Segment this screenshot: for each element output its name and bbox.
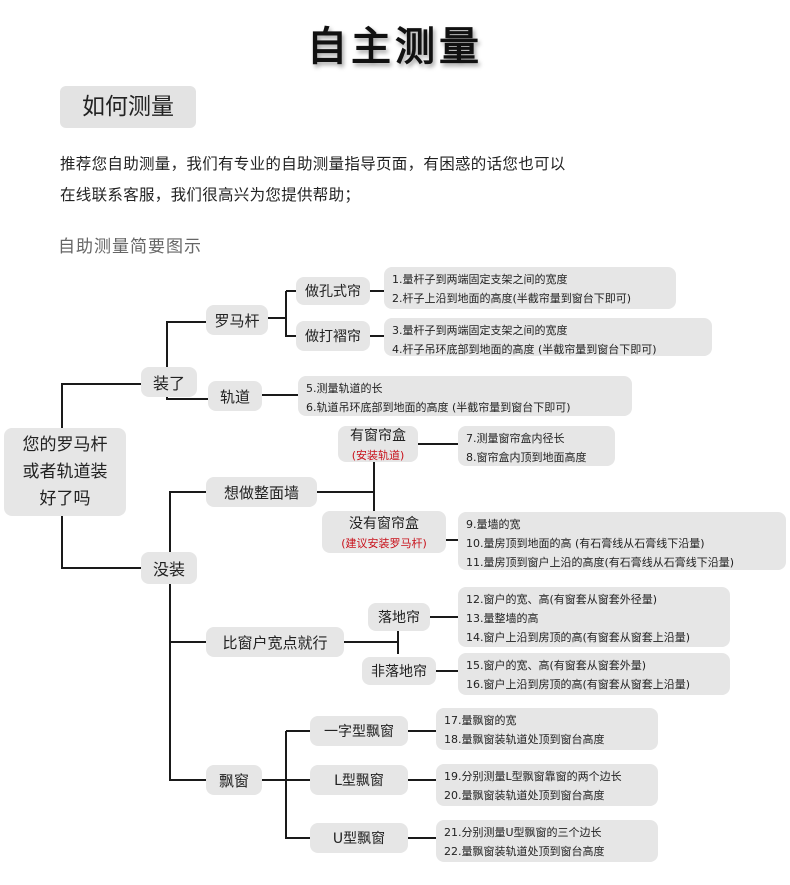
whole-wall-label: 想做整面墙: [223, 483, 299, 502]
notes-with-box: 7.测量窗帘盒内径长 8.窗帘盒内顶到地面高度: [458, 426, 615, 466]
l-bay-node: L型飘窗: [310, 765, 408, 795]
note-6: 6.轨道吊环底部到地面的高度 (半截帘量到窗台下即可): [306, 401, 571, 414]
note-5: 5.测量轨道的长: [306, 382, 383, 395]
without-box-tag: (建议安装罗马杆): [341, 537, 427, 550]
floor-length-label: 落地帘: [378, 610, 420, 626]
straight-bay-node: 一字型飘窗: [310, 716, 408, 746]
straight-bay-label: 一字型飘窗: [324, 724, 394, 740]
notes-u-bay: 21.分别测量U型飘窗的三个边长 22.量飘窗装轨道处顶到窗台高度: [436, 820, 658, 862]
note-19: 19.分别测量L型飘窗靠窗的两个边长: [444, 770, 622, 783]
notes-eyelet: 1.量杆子到两端固定支架之间的宽度 2.杆子上沿到地面的高度(半截帘量到窗台下即…: [384, 267, 676, 309]
pleat-curtain-label: 做打褶帘: [305, 329, 361, 345]
note-21: 21.分别测量U型飘窗的三个边长: [444, 826, 602, 839]
note-11: 11.量房顶到窗户上沿的高度(有石膏线从石膏线下沿量): [466, 556, 735, 569]
note-3: 3.量杆子到两端固定支架之间的宽度: [392, 324, 568, 337]
notes-track: 5.测量轨道的长 6.轨道吊环底部到地面的高度 (半截帘量到窗台下即可): [298, 376, 632, 416]
with-box-node: 有窗帘盒 (安装轨道): [338, 426, 418, 462]
pleat-curtain-node: 做打褶帘: [296, 321, 370, 351]
l-bay-label: L型飘窗: [334, 773, 384, 789]
notes-l-bay: 19.分别测量L型飘窗靠窗的两个边长 20.量飘窗装轨道处顶到窗台高度: [436, 764, 658, 806]
roman-rod-label: 罗马杆: [214, 311, 260, 330]
note-17: 17.量飘窗的宽: [444, 714, 517, 727]
u-bay-label: U型飘窗: [332, 831, 386, 847]
notes-without-box: 9.量墙的宽 10.量房顶到地面的高 (有石膏线从石膏线下沿量) 11.量房顶到…: [458, 512, 786, 570]
without-box-node: 没有窗帘盒 (建议安装罗马杆): [322, 511, 446, 553]
non-floor-length-node: 非落地帘: [362, 657, 436, 685]
root-question-line-3: 好了吗: [39, 488, 91, 509]
note-14: 14.窗户上沿到房顶的高(有窗套从窗套上沿量): [466, 631, 691, 644]
notes-floor-length: 12.窗户的宽、高(有窗套从窗套外径量) 13.量整墙的高 14.窗户上沿到房顶…: [458, 587, 730, 647]
installed-node: 装了: [141, 367, 197, 397]
intro-line-2: 在线联系客服，我们很高兴为您提供帮助；: [60, 186, 361, 204]
note-4: 4.杆子吊环底部到地面的高度 (半截帘量到窗台下即可): [392, 343, 657, 356]
whole-wall-node: 想做整面墙: [206, 477, 317, 507]
note-2: 2.杆子上沿到地面的高度(半截帘量到窗台下即可): [392, 292, 632, 305]
notes-non-floor-length: 15.窗户的宽、高(有窗套从窗套外量) 16.窗户上沿到房顶的高(有窗套从窗套上…: [458, 653, 730, 695]
with-box-tag: (安装轨道): [351, 449, 405, 462]
note-12: 12.窗户的宽、高(有窗套从窗套外径量): [466, 593, 658, 606]
note-9: 9.量墙的宽: [466, 518, 521, 531]
not-installed-label: 没装: [152, 560, 185, 579]
notes-pleat: 3.量杆子到两端固定支架之间的宽度 4.杆子吊环底部到地面的高度 (半截帘量到窗…: [384, 318, 712, 356]
note-22: 22.量飘窗装轨道处顶到窗台高度: [444, 845, 605, 858]
note-8: 8.窗帘盒内顶到地面高度: [466, 451, 587, 464]
note-10: 10.量房顶到地面的高 (有石膏线从石膏线下沿量): [466, 537, 705, 550]
note-1: 1.量杆子到两端固定支架之间的宽度: [392, 273, 568, 286]
notes-straight-bay: 17.量飘窗的宽 18.量飘窗装轨道处顶到窗台高度: [436, 708, 658, 750]
note-15: 15.窗户的宽、高(有窗套从窗套外量): [466, 659, 647, 672]
intro-line-1: 推荐您自助测量，我们有专业的自助测量指导页面，有困惑的话您也可以: [60, 155, 566, 173]
track-node: 轨道: [208, 381, 262, 411]
note-18: 18.量飘窗装轨道处顶到窗台高度: [444, 733, 605, 746]
track-label: 轨道: [219, 387, 250, 406]
floor-length-node: 落地帘: [368, 603, 430, 631]
without-box-label: 没有窗帘盒: [349, 516, 419, 532]
diagram-heading: 自助测量简要图示: [58, 237, 202, 257]
installed-label: 装了: [152, 374, 185, 393]
u-bay-node: U型飘窗: [310, 823, 408, 853]
note-7: 7.测量窗帘盒内径长: [466, 432, 565, 445]
root-question-line-2: 或者轨道装: [22, 461, 108, 482]
bay-window-label: 飘窗: [218, 771, 249, 790]
root-question: 您的罗马杆 或者轨道装 好了吗: [4, 428, 126, 516]
note-20: 20.量飘窗装轨道处顶到窗台高度: [444, 789, 605, 802]
page-title: 自主测量: [307, 23, 483, 70]
root-question-line-1: 您的罗马杆: [22, 434, 108, 455]
wider-window-node: 比窗户宽点就行: [206, 627, 344, 657]
eyelet-curtain-node: 做孔式帘: [296, 277, 370, 305]
note-16: 16.窗户上沿到房顶的高(有窗套从窗套上沿量): [466, 678, 691, 691]
roman-rod-node: 罗马杆: [206, 305, 268, 335]
bay-window-node: 飘窗: [206, 765, 262, 795]
non-floor-length-label: 非落地帘: [371, 664, 427, 680]
note-13: 13.量整墙的高: [466, 612, 539, 625]
eyelet-curtain-label: 做孔式帘: [305, 284, 361, 300]
section-label: 如何测量: [60, 86, 196, 128]
with-box-label: 有窗帘盒: [350, 428, 406, 444]
wider-window-label: 比窗户宽点就行: [222, 633, 328, 652]
not-installed-node: 没装: [141, 552, 197, 584]
